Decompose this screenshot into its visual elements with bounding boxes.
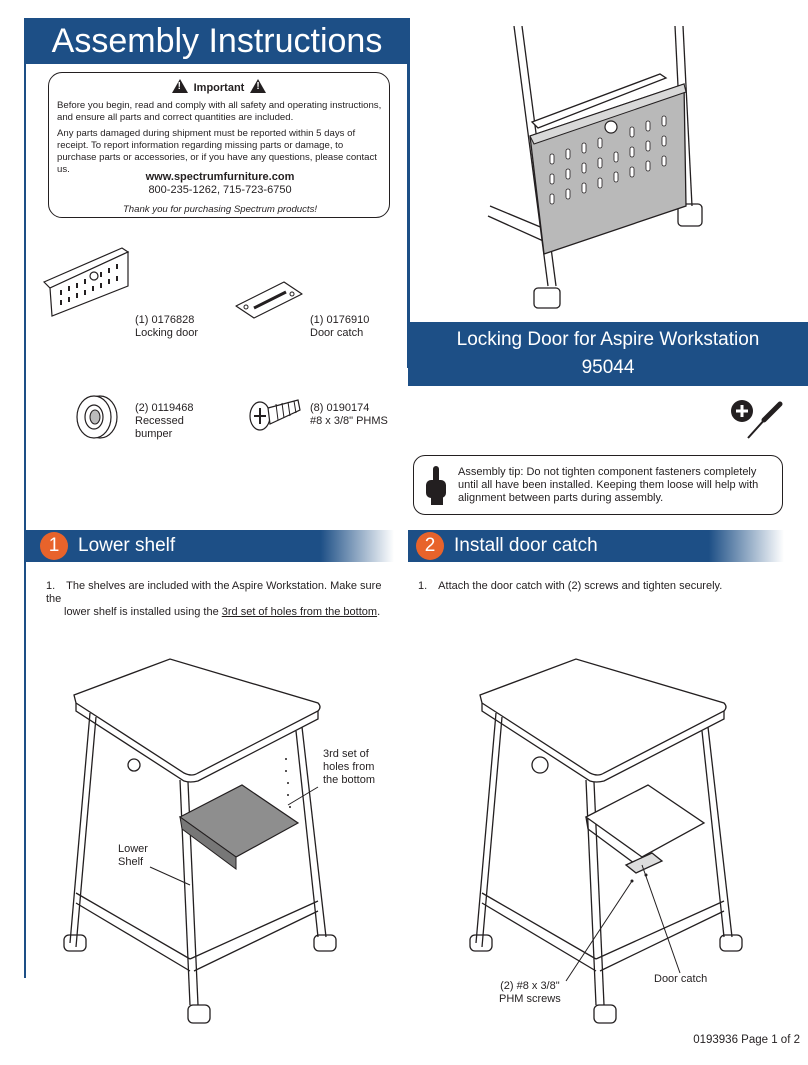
tip-text: Assembly tip: Do not tighten component f… xyxy=(458,466,759,504)
door-catch-install-illustration xyxy=(469,658,743,1024)
step-1-title: Lower shelf xyxy=(78,535,176,556)
step-2-number: 2 xyxy=(416,532,444,560)
warning-icon xyxy=(171,79,188,93)
step-1-number: 1 xyxy=(40,532,68,560)
assembly-tip: Assembly tip: Do not tighten component f… xyxy=(413,455,783,515)
part-screws: (8) 0190174#8 x 3/8" PHMS xyxy=(310,402,388,427)
column-divider xyxy=(407,18,410,368)
screw-illustration xyxy=(249,399,301,431)
callout-phm-screws: (2) #8 x 3/8"PHM screws xyxy=(499,980,561,1005)
lower-shelf-illustration xyxy=(63,658,337,1024)
left-border xyxy=(24,18,26,978)
product-name: Locking Door for Aspire Workstation xyxy=(456,329,760,350)
important-paragraph-2: Any parts damaged during shipment must b… xyxy=(57,128,377,175)
door-catch-illustration xyxy=(235,281,303,319)
bumper-illustration xyxy=(76,395,118,439)
website-link[interactable]: www.spectrumfurniture.com xyxy=(145,171,295,183)
important-heading: Important xyxy=(49,79,389,94)
workstation-door-illustration xyxy=(487,26,703,309)
page-title: Assembly Instructions xyxy=(24,18,410,64)
callout-door-catch: Door catch xyxy=(654,973,708,985)
locking-door-illustration xyxy=(42,247,130,317)
step-2-instruction: 1. Attach the door catch with (2) screws… xyxy=(418,580,723,592)
phone-numbers: 800-235-1262, 715-723-6750 xyxy=(148,184,292,196)
thanks-note: Thank you for purchasing Spectrum produc… xyxy=(122,204,318,215)
step-1-instruction: 1. The shelves are included with the Asp… xyxy=(46,580,382,618)
step-2-title: Install door catch xyxy=(454,535,598,556)
important-notice: Important Before you begin, read and com… xyxy=(48,72,390,218)
page-footer: 0193936 Page 1 of 2 xyxy=(693,1034,800,1046)
phillips-screwdriver-icon xyxy=(731,400,783,439)
important-paragraph-1: Before you begin, read and comply with a… xyxy=(57,100,382,123)
pointing-hand-icon xyxy=(426,466,446,505)
warning-icon xyxy=(250,79,267,93)
product-header: Locking Door for Aspire Workstation 9504… xyxy=(408,322,808,386)
step-2-header: 2 Install door catch xyxy=(408,530,784,562)
step-1-header: 1 Lower shelf xyxy=(26,530,394,562)
product-number: 95044 xyxy=(581,357,635,378)
